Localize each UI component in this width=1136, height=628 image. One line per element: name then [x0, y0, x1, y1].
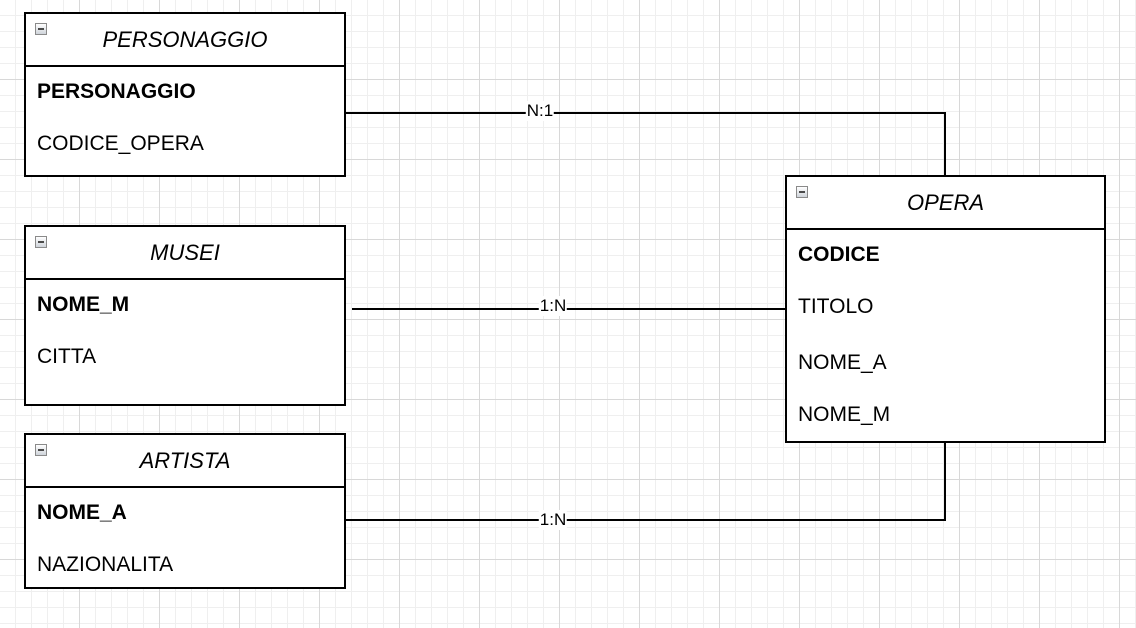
entity-title: ARTISTA	[139, 447, 231, 473]
attribute[interactable]: TITOLO	[798, 295, 874, 318]
entity-title: PERSONAGGIO	[102, 26, 268, 52]
attribute[interactable]: CODICE_OPERA	[37, 132, 204, 155]
artista-opera-connector[interactable]	[346, 443, 946, 521]
entity-artista[interactable]: ARTISTA NOME_A NAZIONALITA	[24, 433, 346, 589]
attribute[interactable]: NAZIONALITA	[37, 553, 174, 576]
entity-header: PERSONAGGIO	[26, 14, 344, 67]
attribute[interactable]: NOME_M	[798, 403, 891, 426]
relationship-label-artista-opera[interactable]: 1:N	[538, 510, 568, 530]
relationship-label-musei-opera[interactable]: 1:N	[538, 296, 568, 316]
attribute[interactable]: NOME_A	[798, 351, 887, 374]
primary-key-attribute[interactable]: CODICE	[798, 243, 880, 266]
entity-header: OPERA	[787, 177, 1104, 230]
collapse-icon[interactable]	[796, 186, 808, 198]
primary-key-attribute[interactable]: NOME_M	[37, 293, 130, 316]
primary-key-attribute[interactable]: NOME_A	[37, 501, 127, 524]
entity-header: MUSEI	[26, 227, 344, 280]
entity-title: MUSEI	[150, 239, 220, 265]
collapse-icon[interactable]	[35, 23, 47, 35]
entity-title: OPERA	[906, 189, 985, 215]
collapse-icon[interactable]	[35, 236, 47, 248]
collapse-icon[interactable]	[35, 444, 47, 456]
entity-header: ARTISTA	[26, 435, 344, 488]
entity-musei[interactable]: MUSEI NOME_M CITTA	[24, 225, 346, 406]
entity-personaggio[interactable]: PERSONAGGIO PERSONAGGIO CODICE_OPERA	[24, 12, 346, 177]
relationship-label-personaggio-opera[interactable]: N:1	[525, 101, 555, 121]
entity-opera[interactable]: OPERA CODICE TITOLO NOME_A NOME_M	[785, 175, 1106, 443]
primary-key-attribute[interactable]: PERSONAGGIO	[37, 80, 196, 103]
personaggio-opera-connector[interactable]	[346, 112, 946, 175]
attribute[interactable]: CITTA	[37, 345, 97, 368]
